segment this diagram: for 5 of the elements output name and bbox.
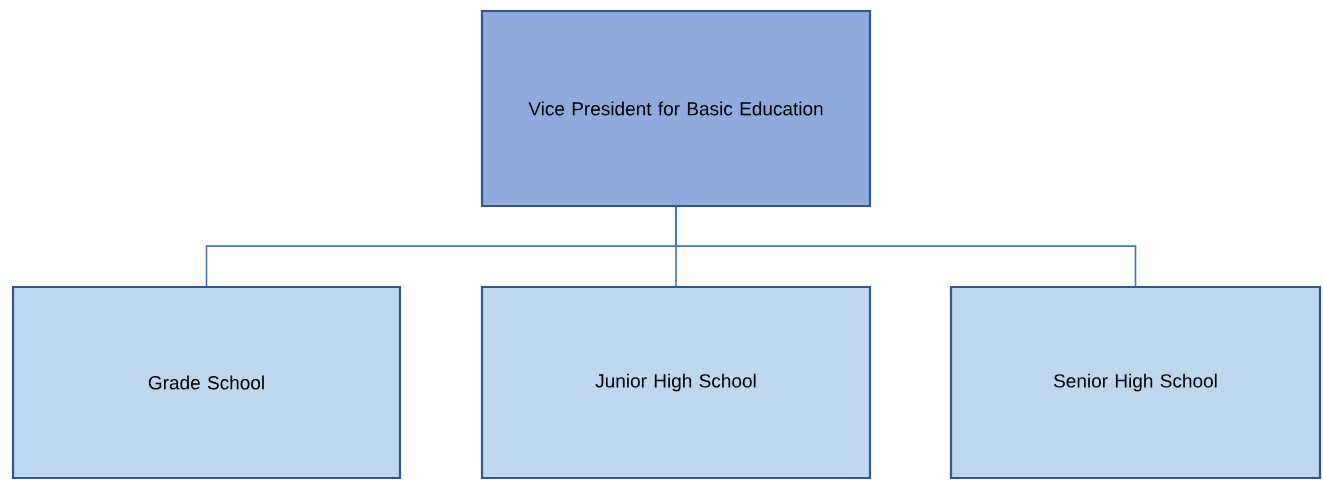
head-box: Vice President for Basic Education xyxy=(480,9,872,208)
connector xyxy=(675,206,1137,287)
unit-box: Senior High School xyxy=(949,285,1322,480)
unit-box: Grade School xyxy=(11,285,402,480)
unit-box: Junior High School xyxy=(480,285,872,480)
